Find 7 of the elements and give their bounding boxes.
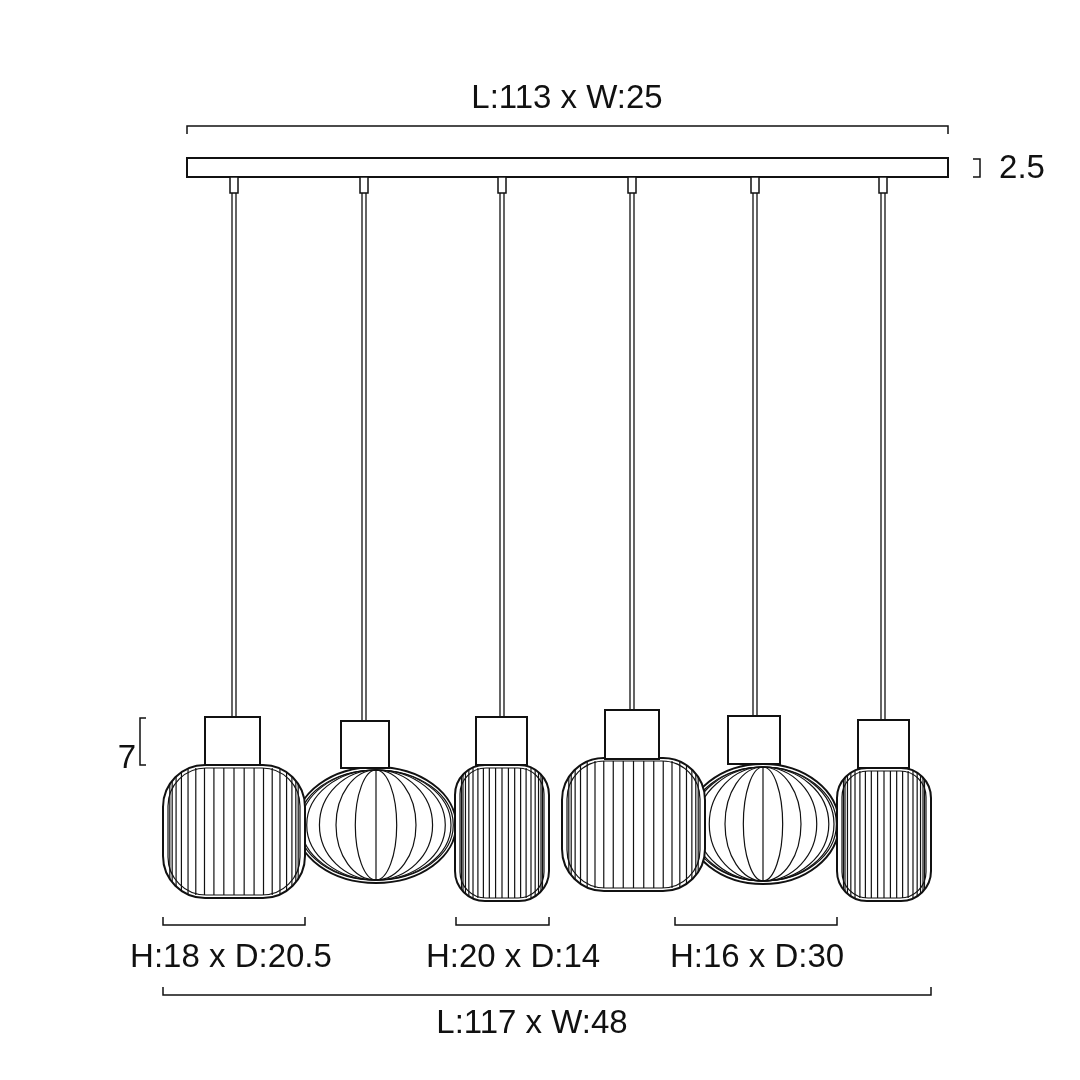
dimension-label: 2.5 [999, 149, 1045, 183]
dimension-label: 7 [117, 739, 137, 773]
dimension-label: L:113 x W:25 [471, 79, 663, 113]
dimension-label: H:16 x D:30 [669, 938, 845, 972]
dimension-label: H:18 x D:20.5 [130, 938, 332, 972]
dimension-label: L:117 x W:48 [436, 1004, 628, 1038]
dimension-label: H:20 x D:14 [425, 938, 601, 972]
